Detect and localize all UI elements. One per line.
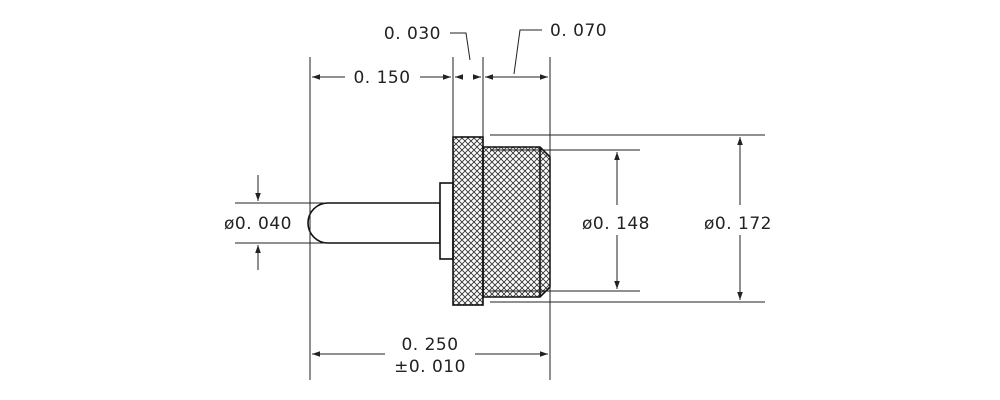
label-flange-diameter: ø0. 172 [704, 214, 772, 234]
leader-body-length [513, 29, 542, 75]
label-overall-tolerance: ±0. 010 [394, 357, 466, 377]
extension-lines [235, 57, 765, 380]
dimension-labels: 0. 030 0. 070 0. 150 ø0. 040 ø0. 148 ø0.… [224, 21, 772, 377]
leader-flange-thickness [450, 32, 471, 61]
pin [307, 202, 441, 244]
dimension-lines [255, 29, 743, 357]
flange-knurl [452, 136, 484, 306]
label-overall-length: 0. 250 [401, 335, 458, 355]
label-flange-thickness: 0. 030 [384, 24, 441, 44]
connector-part [307, 136, 551, 306]
label-body-length: 0. 070 [550, 21, 607, 41]
label-body-diameter: ø0. 148 [582, 214, 650, 234]
label-pin-diameter: ø0. 040 [224, 214, 292, 234]
label-pin-offset: 0. 150 [353, 68, 410, 88]
pin-shoulder [439, 182, 454, 260]
